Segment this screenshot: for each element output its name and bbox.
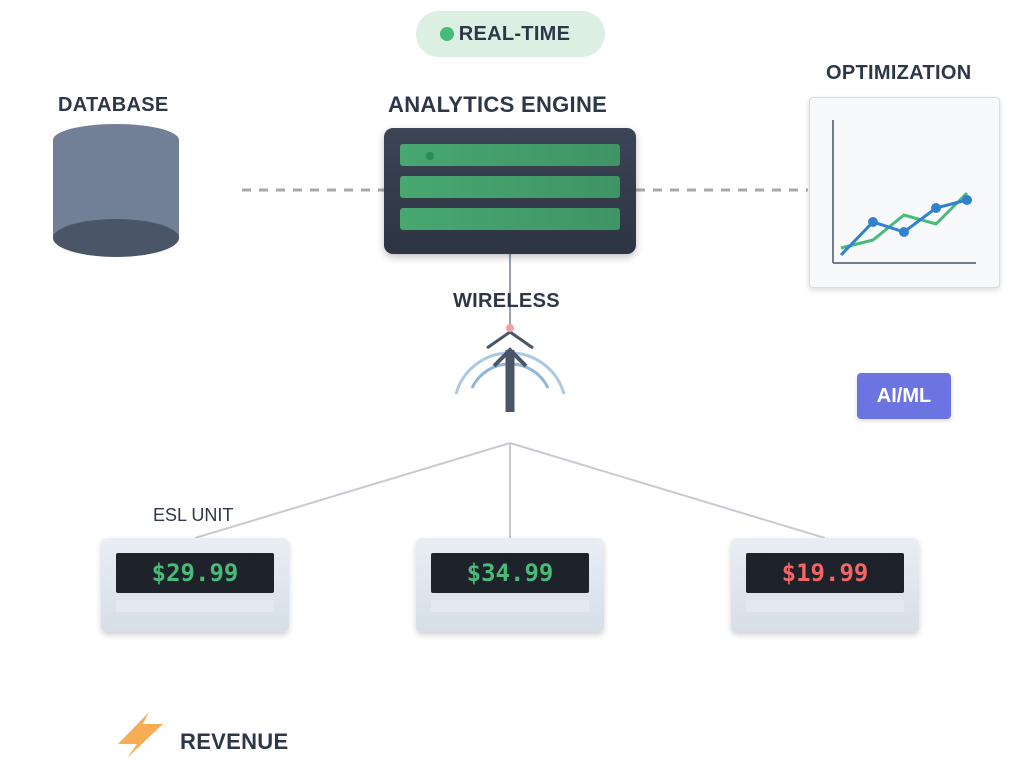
esl-info-strip: [746, 600, 904, 612]
database-cylinder-icon: [53, 124, 179, 257]
esl-price-display: $19.99: [746, 553, 904, 593]
esl-unit: $29.99: [101, 538, 289, 632]
optimization-chart-card: [809, 97, 1000, 288]
antenna-icon: [454, 324, 566, 412]
wireless-label: WIRELESS: [453, 290, 560, 312]
esl-price: $19.99: [781, 559, 869, 587]
connector-antenna-esl-3: [509, 442, 826, 539]
line-chart-icon: [832, 120, 976, 264]
esl-info-strip: [431, 600, 589, 612]
lightning-bolt-icon: [118, 712, 163, 758]
server-rack-slot: [400, 144, 620, 166]
realtime-badge: REAL-TIME: [416, 11, 605, 57]
connector-antenna-esl-1: [194, 442, 511, 539]
esl-unit: $19.99: [731, 538, 919, 632]
esl-unit: $34.99: [416, 538, 604, 632]
esl-price-display: $34.99: [431, 553, 589, 593]
optimization-label: OPTIMIZATION: [826, 62, 972, 84]
status-dot-icon: [440, 27, 454, 41]
revenue-label: REVENUE: [180, 729, 289, 754]
server-rack-slot: [400, 208, 620, 230]
aiml-badge: AI/ML: [857, 373, 951, 419]
server-rack-slot: [400, 176, 620, 198]
realtime-label: REAL-TIME: [458, 22, 571, 45]
database-label: DATABASE: [58, 94, 169, 116]
server-rack-icon: [384, 128, 636, 254]
esl-info-strip: [116, 600, 274, 612]
server-led-icon: [426, 152, 434, 160]
analytics-engine-label: ANALYTICS ENGINE: [388, 92, 608, 117]
esl-price-display: $29.99: [116, 553, 274, 593]
esl-unit-label: ESL UNIT: [153, 505, 234, 525]
esl-price: $34.99: [466, 559, 554, 587]
esl-price: $29.99: [151, 559, 239, 587]
